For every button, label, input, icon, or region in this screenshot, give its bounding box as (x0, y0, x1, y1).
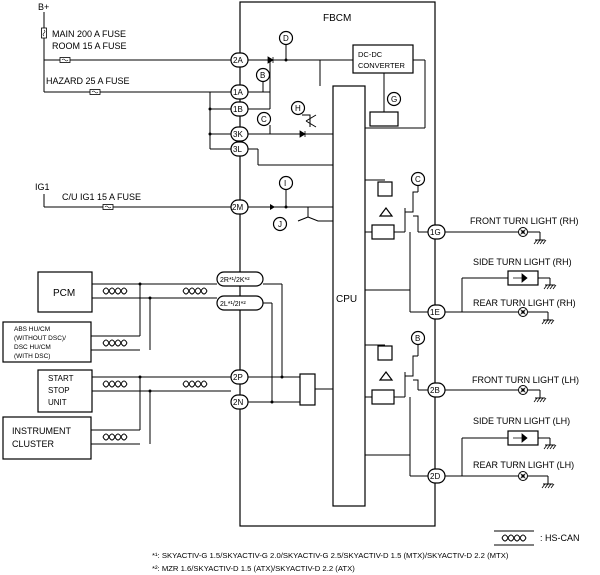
terminal-2L-2I-label: 2L*¹/2I*² (220, 301, 246, 308)
hazard-fuse-label: HAZARD 25 A FUSE (46, 76, 130, 86)
terminal-2R-2K-label: 2R*¹/2K*² (220, 277, 250, 284)
marker-B-top (255, 67, 271, 83)
terminal-2R-2K (216, 271, 264, 287)
terminal-2N-label: 2N (233, 398, 243, 407)
pcm-label: PCM (53, 288, 75, 299)
marker-D (278, 30, 294, 46)
terminal-2B-label: 2B (430, 386, 440, 395)
terminal-1E-label: 1E (430, 308, 440, 317)
marker-H (290, 100, 306, 116)
driver-rh-diode (377, 181, 393, 197)
fbcm-title: FBCM (323, 13, 351, 24)
terminal-1G-label: 1G (430, 228, 441, 237)
dcdc-converter (352, 44, 414, 74)
abs-label-2: (WITHOUT DSC)/ (14, 335, 66, 342)
bplus-label: B+ (38, 2, 49, 12)
marker-C-right (410, 171, 426, 187)
driver-rh-relay (371, 224, 395, 240)
start-stop-label-1: START (48, 374, 74, 383)
cpu-block (332, 85, 366, 507)
marker-B-right-label: B (415, 334, 420, 343)
marker-J-label: J (278, 220, 282, 229)
marker-I (278, 175, 294, 191)
regulator-block (369, 111, 399, 127)
front-turn-light-rh-label: FRONT TURN LIGHT (RH) (470, 216, 579, 226)
room-fuse-label: ROOM 15 A FUSE (52, 41, 127, 51)
dcdc-label-2: CONVERTER (358, 61, 406, 70)
terminal-2M-label: 2M (232, 203, 243, 212)
footnote-2: *²: MZR 1.6/SKYACTIV-D 1.5 (ATX)/SKYACTI… (152, 564, 355, 573)
driver-lh-diode (377, 345, 393, 361)
front-turn-light-lh-label: FRONT TURN LIGHT (LH) (472, 375, 579, 385)
abs-label-1: ABS HU/CM (14, 326, 50, 333)
main-fuse-label: MAIN 200 A FUSE (52, 29, 126, 39)
legend-hs-can: : HS-CAN (540, 533, 580, 543)
abs-label-4: (WITH DSC) (14, 353, 50, 360)
cluster-label-2: CLUSTER (12, 439, 55, 449)
terminal-3K-label: 3K (233, 130, 243, 139)
marker-B-top-label: B (260, 71, 265, 80)
marker-C-right-label: C (415, 175, 421, 184)
start-stop-label-3: UNIT (48, 398, 67, 407)
side-turn-light-lh-label: SIDE TURN LIGHT (LH) (473, 416, 570, 426)
rear-turn-light-lh-label: REAR TURN LIGHT (LH) (473, 460, 574, 470)
start-stop-label-2: STOP (48, 386, 70, 395)
marker-B-right (410, 330, 426, 346)
terminal-2D-label: 2D (430, 472, 440, 481)
side-turn-light-rh-label: SIDE TURN LIGHT (RH) (473, 257, 572, 267)
cu-fuse-label: C/U IG1 15 A FUSE (62, 192, 141, 202)
marker-C-top (256, 111, 272, 127)
abs-label-3: DSC HU/CM (14, 344, 51, 351)
marker-C-top-label: C (261, 115, 267, 124)
marker-G-label: G (391, 95, 397, 104)
terminal-2A-label: 2A (233, 56, 243, 65)
abs-dsc-module (2, 321, 92, 363)
terminal-1A-label: 1A (233, 88, 243, 97)
marker-H-label: H (295, 104, 301, 113)
terminal-2P-label: 2P (233, 373, 243, 382)
terminal-1B-label: 1B (233, 105, 243, 114)
marker-G (386, 91, 402, 107)
marker-I-label: I (284, 179, 286, 188)
cpu-label: CPU (336, 294, 357, 305)
driver-lh-relay (371, 389, 395, 405)
footnote-1: *¹: SKYACTIV-G 1.5/SKYACTIV-G 2.0/SKYACT… (152, 551, 509, 560)
rear-turn-light-rh-label: REAR TURN LIGHT (RH) (473, 298, 576, 308)
instrument-cluster (2, 416, 92, 460)
can-transceiver (299, 373, 316, 406)
marker-D-label: D (283, 34, 289, 43)
terminal-3L-label: 3L (233, 145, 242, 154)
cluster-label-1: INSTRUMENT (12, 426, 71, 436)
dcdc-label-1: DC-DC (358, 50, 383, 59)
marker-J (272, 216, 288, 232)
ig1-label: IG1 (35, 182, 50, 192)
pcm-module (37, 271, 93, 313)
